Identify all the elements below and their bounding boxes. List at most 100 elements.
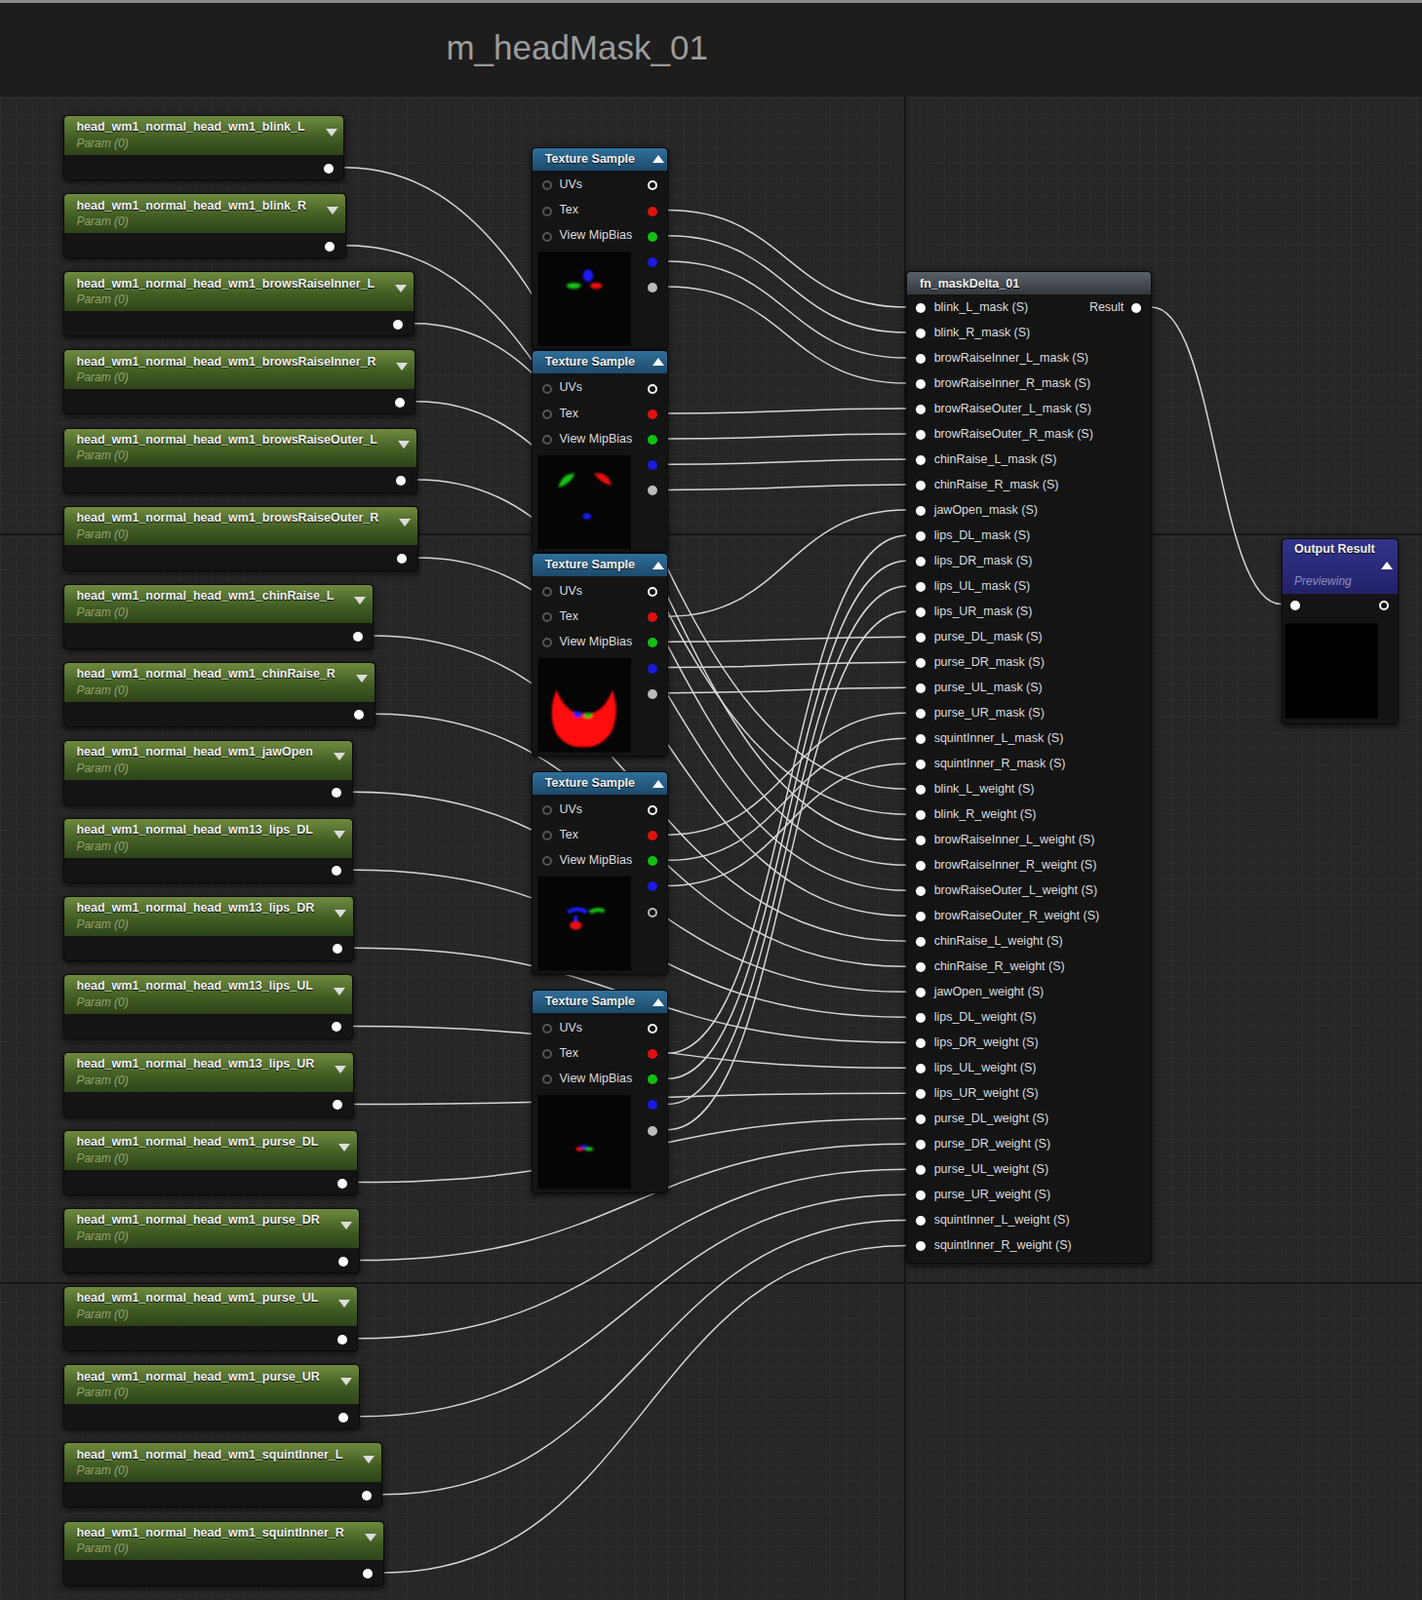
input-pin-label: browRaiseOuter_L_weight (S)	[934, 883, 1098, 898]
input-pin-label: browRaiseOuter_L_mask (S)	[934, 401, 1092, 416]
pin-dot	[915, 937, 926, 948]
pin-dot	[647, 881, 658, 892]
param-node: head_wm1_normal_head_wm1_jawOpenParam (0…	[63, 740, 354, 806]
input-pin-label: Tex	[559, 609, 579, 624]
param-node: head_wm1_normal_head_wm1_chinRaise_RPara…	[63, 662, 376, 728]
input-pin-label: purse_UR_weight (S)	[934, 1187, 1052, 1202]
input-pin-label: View MipBias	[559, 853, 633, 868]
param-node: head_wm1_normal_head_wm13_lips_ULParam (…	[63, 974, 354, 1040]
pin-dot	[542, 232, 553, 242]
node-title: Texture Sample	[545, 557, 635, 572]
pin-dot	[647, 1126, 658, 1137]
input-pin-label: Tex	[559, 202, 579, 217]
pin-dot	[915, 1190, 926, 1201]
wire	[359, 1194, 908, 1417]
pin-dot	[915, 1140, 926, 1150]
param-value: Param (0)	[76, 683, 128, 698]
pin-dot	[542, 1024, 553, 1034]
param-name: head_wm1_normal_head_wm1_chinRaise_L	[76, 589, 334, 603]
input-pin-label: browRaiseInner_L_mask (S)	[934, 351, 1089, 365]
input-pin-label: blink_R_mask (S)	[934, 325, 1031, 340]
pin-dot	[915, 886, 926, 897]
collapse-arrow	[652, 780, 665, 789]
pin-dot	[915, 632, 926, 643]
input-pin-label: purse_DL_weight (S)	[934, 1111, 1049, 1126]
pin-dot	[647, 830, 658, 841]
pin-dot	[915, 962, 926, 973]
input-pin-label: purse_DR_mask (S)	[934, 655, 1045, 670]
wire	[1151, 307, 1282, 605]
param-name: head_wm1_normal_head_wm1_squintInner_R	[76, 1526, 344, 1541]
pin-dot	[337, 1335, 348, 1345]
pin-dot	[353, 632, 363, 642]
texture-sample-node: Texture SampleUVsTexView MipBias	[531, 989, 668, 1193]
param-value: Param (0)	[76, 1385, 128, 1400]
param-name: head_wm1_normal_head_wm1_browsRaiseInner…	[76, 355, 376, 369]
param-node: head_wm1_normal_head_wm1_browsRaiseInner…	[63, 271, 415, 337]
pin-dot	[915, 582, 926, 593]
pin-dot	[647, 587, 658, 597]
dropdown-arrow	[333, 830, 346, 839]
param-name: head_wm1_normal_head_wm1_purse_UR	[76, 1370, 319, 1384]
param-value: Param (0)	[76, 917, 128, 932]
param-node: head_wm1_normal_head_wm1_browsRaiseOuter…	[63, 428, 418, 494]
dropdown-arrow	[338, 1300, 351, 1308]
param-node: head_wm1_normal_head_wm1_purse_DRParam (…	[63, 1208, 360, 1274]
input-pin-label: View MipBias	[559, 634, 633, 649]
param-name: head_wm1_normal_head_wm13_lips_UR	[76, 1057, 315, 1071]
collapse-arrow	[652, 561, 665, 570]
param-value: Param (0)	[76, 1463, 128, 1478]
input-pin-label: squintInner_L_mask (S)	[934, 731, 1065, 746]
pin-dot	[915, 531, 926, 542]
pin-dot	[915, 328, 926, 339]
pin-dot	[338, 1413, 349, 1423]
pin-dot	[915, 759, 926, 770]
input-pin-label: UVs	[559, 380, 584, 395]
input-pin-label: lips_UR_weight (S)	[934, 1086, 1039, 1101]
pin-dot	[915, 607, 926, 618]
input-pin-label: browRaiseInner_R_mask (S)	[934, 376, 1091, 391]
input-pin-label: Tex	[559, 828, 579, 842]
input-pin-label: lips_UL_mask (S)	[934, 579, 1031, 593]
param-node: head_wm1_normal_head_wm1_blink_LParam (0…	[63, 115, 346, 181]
pin-dot	[647, 485, 658, 496]
pin-dot	[915, 430, 926, 440]
wire	[668, 611, 908, 1130]
input-pin-label: UVs	[559, 1021, 584, 1035]
pin-dot	[332, 944, 343, 954]
function-node: fn_maskDelta_01blink_L_mask (S)blink_R_m…	[906, 271, 1151, 1264]
wire	[668, 236, 908, 333]
input-pin-label: browRaiseInner_L_weight (S)	[934, 832, 1096, 847]
dropdown-arrow	[338, 1144, 351, 1152]
texture-sample-node: Texture SampleUVsTexView MipBias	[531, 553, 668, 756]
texture-sample-node: Texture SampleUVsTexView MipBias	[531, 771, 668, 975]
param-node: head_wm1_normal_head_wm1_purse_URParam (…	[63, 1364, 360, 1430]
input-pin-label: squintInner_R_weight (S)	[934, 1238, 1072, 1253]
param-name: head_wm1_normal_head_wm1_blink_R	[76, 198, 307, 213]
wire	[668, 408, 908, 414]
input-pin-label: UVs	[559, 802, 584, 817]
param-value: Param (0)	[76, 1073, 128, 1088]
param-node: head_wm1_normal_head_wm13_lips_DRParam (…	[63, 896, 355, 962]
wire	[668, 210, 908, 308]
input-pin-label: lips_DR_mask (S)	[934, 553, 1033, 568]
pin-dot	[647, 908, 658, 918]
output-pin-label: Result	[1089, 300, 1124, 315]
param-node: head_wm1_normal_head_wm13_lips_DLParam (…	[63, 818, 354, 884]
pin-dot	[647, 689, 658, 700]
input-pin-label: UVs	[559, 177, 584, 192]
pin-dot	[542, 180, 553, 191]
param-name: head_wm1_normal_head_wm1_purse_DR	[76, 1213, 319, 1227]
pin-dot	[1290, 600, 1301, 611]
param-name: head_wm1_normal_head_wm1_browsRaiseInner…	[76, 276, 375, 291]
param-name: head_wm1_normal_head_wm13_lips_DL	[76, 823, 313, 837]
pin-dot	[338, 1257, 349, 1267]
pin-dot	[647, 805, 658, 816]
node-title: Texture Sample	[545, 994, 635, 1009]
pin-dot	[647, 232, 658, 242]
param-value: Param (0)	[76, 995, 128, 1010]
pin-dot	[542, 856, 553, 867]
param-value: Param (0)	[76, 214, 128, 229]
param-value: Param (0)	[76, 1307, 128, 1322]
